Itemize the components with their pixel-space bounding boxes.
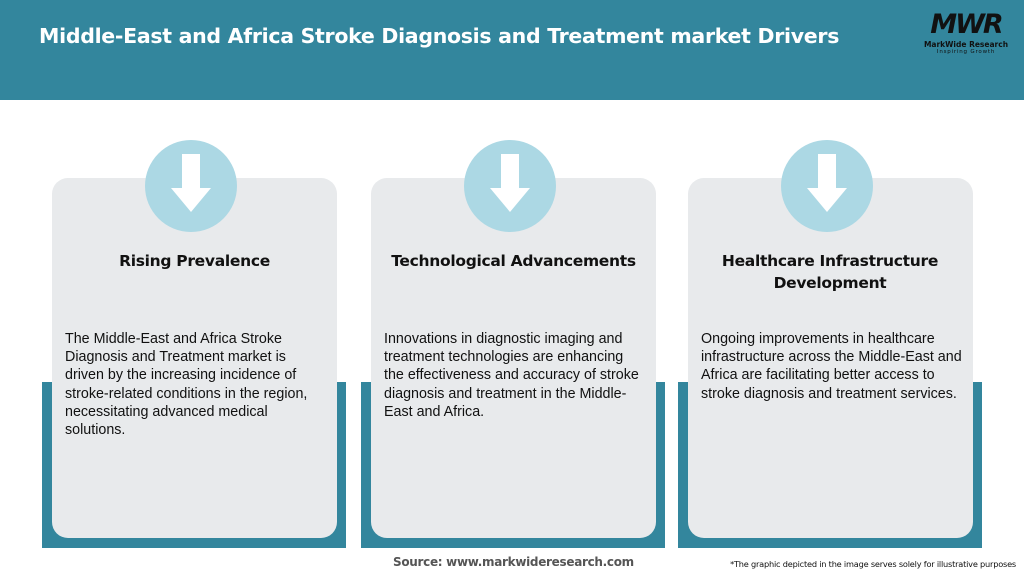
logo-name: MarkWide Research [923,40,1009,49]
icon-circle [464,140,556,232]
down-arrow-icon [807,154,847,212]
source-link[interactable]: Source: www.markwideresearch.com [393,555,634,569]
markwide-logo: MWR MarkWide Research Inspiring Growth [920,10,1012,60]
driver-card-rising-prevalence: Rising Prevalence The Middle-East and Af… [42,140,348,550]
driver-card-healthcare-infrastructure: Healthcare Infrastructure Development On… [678,140,984,550]
driver-title: Rising Prevalence [119,252,270,270]
icon-circle [781,140,873,232]
header-banner: Middle-East and Africa Stroke Diagnosis … [0,0,1024,100]
card-panel: Technological Advancements Innovations i… [371,178,656,538]
down-arrow-icon [171,154,211,212]
icon-circle [145,140,237,232]
driver-description: The Middle-East and Africa Stroke Diagno… [65,331,308,439]
logo-tagline: Inspiring Growth [936,49,996,55]
down-arrow-icon [490,154,530,212]
driver-card-technological-advancements: Technological Advancements Innovations i… [361,140,667,550]
driver-title: Technological Advancements [391,252,636,270]
logo-mark: MWR [930,9,1003,40]
driver-description: Innovations in diagnostic imaging and tr… [384,331,639,420]
page-title: Middle-East and Africa Stroke Diagnosis … [39,24,840,48]
disclaimer-note: *The graphic depicted in the image serve… [730,559,1016,569]
driver-description: Ongoing improvements in healthcare infra… [701,331,962,402]
card-panel: Healthcare Infrastructure Development On… [688,178,973,538]
driver-title: Healthcare Infrastructure Development [721,252,939,292]
card-panel: Rising Prevalence The Middle-East and Af… [52,178,337,538]
